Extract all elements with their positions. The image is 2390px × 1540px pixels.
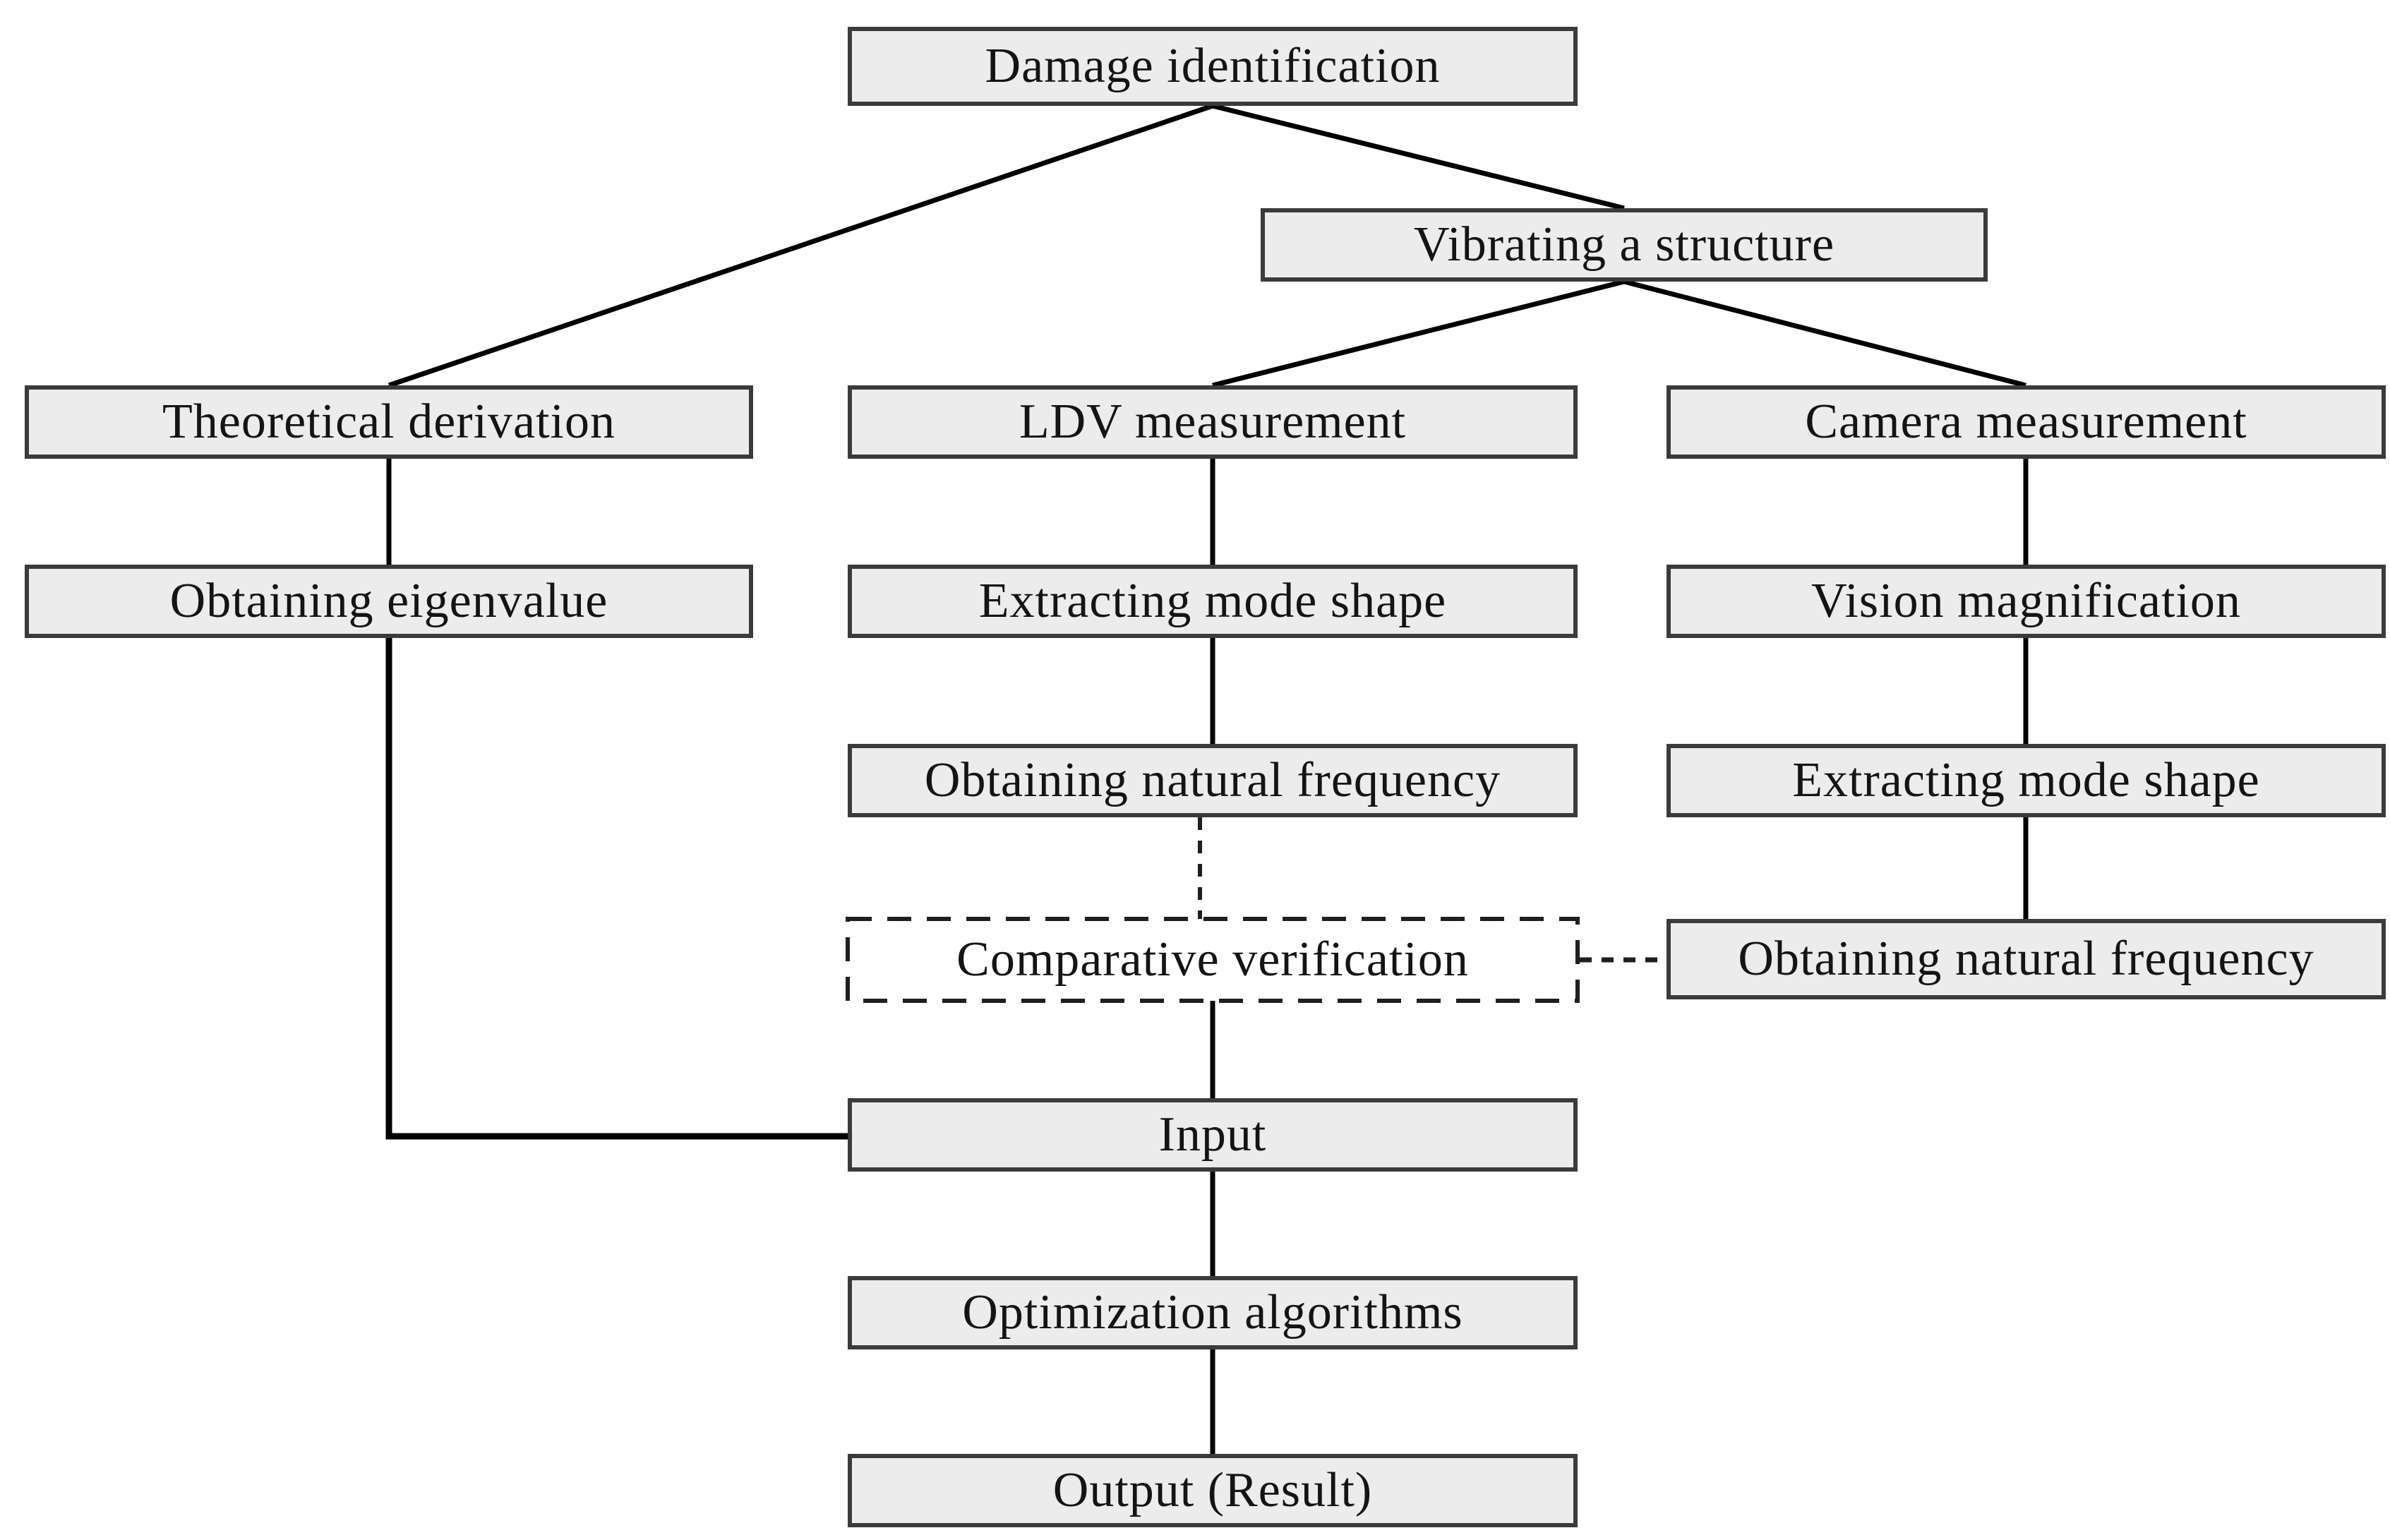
edge-damage-to-vibrating bbox=[1212, 103, 1625, 211]
comparative-verification-dashed-border bbox=[846, 917, 1580, 1003]
node-obtaining-natural-frequency-ldv: Obtaining natural frequency bbox=[848, 744, 1578, 817]
node-label: Extracting mode shape bbox=[978, 574, 1447, 628]
node-label: Input bbox=[1158, 1107, 1267, 1162]
edge-vibrating-to-ldv bbox=[1212, 279, 1625, 388]
node-vision-magnification: Vision magnification bbox=[1667, 565, 2386, 638]
node-label: Theoretical derivation bbox=[162, 395, 615, 449]
node-ldv-measurement: LDV measurement bbox=[848, 385, 1578, 459]
node-label: Obtaining natural frequency bbox=[924, 753, 1501, 807]
node-damage-identification: Damage identification bbox=[848, 27, 1578, 106]
node-label: LDV measurement bbox=[1019, 395, 1407, 449]
node-comparative-verification: Comparative verification bbox=[848, 919, 1578, 1001]
node-label: Vision magnification bbox=[1811, 574, 2241, 628]
node-label: Vibrating a structure bbox=[1413, 217, 1835, 272]
node-optimization-algorithms: Optimization algorithms bbox=[848, 1276, 1578, 1349]
node-label: Extracting mode shape bbox=[1792, 753, 2260, 807]
edge-vibrating-to-camera bbox=[1623, 279, 2026, 388]
node-label: Damage identification bbox=[985, 39, 1441, 93]
node-output-result: Output (Result) bbox=[848, 1454, 1578, 1527]
node-theoretical-derivation: Theoretical derivation bbox=[25, 385, 753, 459]
edge-damage-to-theoretical bbox=[388, 103, 1214, 388]
node-obtaining-natural-frequency-camera: Obtaining natural frequency bbox=[1667, 919, 2386, 999]
node-input: Input bbox=[848, 1098, 1578, 1172]
node-extracting-mode-shape-ldv: Extracting mode shape bbox=[848, 565, 1578, 638]
node-extracting-mode-shape-camera: Extracting mode shape bbox=[1667, 744, 2386, 817]
node-obtaining-eigenvalue: Obtaining eigenvalue bbox=[25, 565, 753, 638]
node-label: Output (Result) bbox=[1052, 1463, 1373, 1517]
node-label: Camera measurement bbox=[1805, 395, 2247, 449]
node-label: Obtaining eigenvalue bbox=[169, 574, 608, 628]
node-label: Optimization algorithms bbox=[962, 1285, 1463, 1340]
node-label: Comparative verification bbox=[956, 932, 1469, 987]
node-camera-measurement: Camera measurement bbox=[1667, 385, 2386, 459]
edge-eigenvalue-to-input bbox=[385, 638, 848, 1140]
node-vibrating-a-structure: Vibrating a structure bbox=[1261, 208, 1988, 282]
node-label: Obtaining natural frequency bbox=[1738, 932, 2314, 986]
